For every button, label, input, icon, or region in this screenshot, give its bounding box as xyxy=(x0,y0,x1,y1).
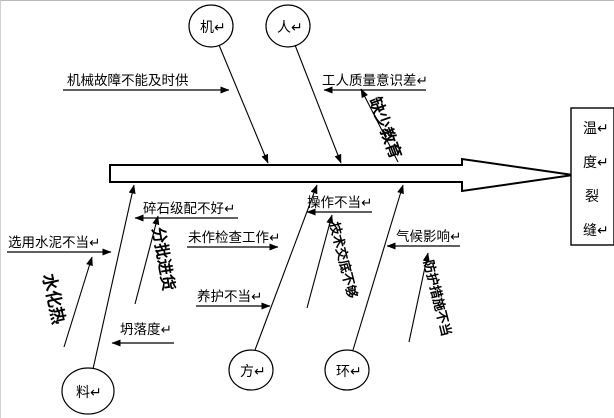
cause-label-no-inspection-work: 未作检查工作↵ xyxy=(188,230,280,245)
effect-char: 缝↵ xyxy=(583,222,609,238)
bone-environment xyxy=(352,184,404,351)
cause-label-worker-quality-awareness: 工人质量意识差↵ xyxy=(322,72,428,88)
spine-arrow xyxy=(109,157,574,193)
cause-label-improper-cement-selection: 选用水泥不当↵ xyxy=(8,235,100,250)
category-circle-environment xyxy=(324,349,370,391)
sub-bone-lack-of-education xyxy=(360,88,399,163)
category-label-person: 人↵ xyxy=(277,19,303,35)
cause-label-climate-influence: 气候影响↵ xyxy=(396,229,461,244)
category-label-method: 方↵ xyxy=(240,363,266,379)
cause-label-insufficient-technical-briefing: 技术交底不够 xyxy=(327,220,360,299)
category-label-environment: 环↵ xyxy=(336,363,362,379)
effect-char: 温↵ xyxy=(583,120,609,136)
cause-label-batch-purchasing: 分批进货 xyxy=(149,226,179,292)
cause-label-slump: 坍落度↵ xyxy=(120,322,172,337)
sub-bone-batch-purchasing xyxy=(134,215,160,305)
cause-label-improper-operation: 操作不当↵ xyxy=(307,195,372,210)
sub-bone-hydration-heat xyxy=(63,256,93,348)
category-label-material: 料↵ xyxy=(76,384,102,400)
effect-char: 度↵ xyxy=(583,154,609,170)
bone-material xyxy=(92,184,136,370)
sub-bone-improper-protection-measures xyxy=(408,252,430,343)
sub-bone-insufficient-technical-briefing xyxy=(306,214,334,309)
category-circle-machine xyxy=(188,4,234,48)
effect-char: 裂 xyxy=(585,188,599,204)
category-circle-person xyxy=(265,4,311,48)
category-circle-material xyxy=(61,367,115,415)
category-label-machine: 机↵ xyxy=(200,19,226,35)
cause-label-improper-protection-measures: 防护措施不当 xyxy=(421,258,454,337)
cause-label-lack-of-education: 缺少教育 xyxy=(366,95,406,162)
cause-label-poor-gravel-gradation: 碎石级配不好↵ xyxy=(143,201,235,216)
cause-label-hydration-heat: 水化热 xyxy=(39,272,69,326)
bone-person xyxy=(294,44,342,164)
effect-box xyxy=(570,107,614,246)
category-circle-method xyxy=(228,349,274,391)
cause-label-improper-curing: 养护不当↵ xyxy=(197,289,262,304)
cause-label-machine-fault: 机械故障不能及时供 xyxy=(67,73,189,88)
bone-machine xyxy=(218,44,269,164)
